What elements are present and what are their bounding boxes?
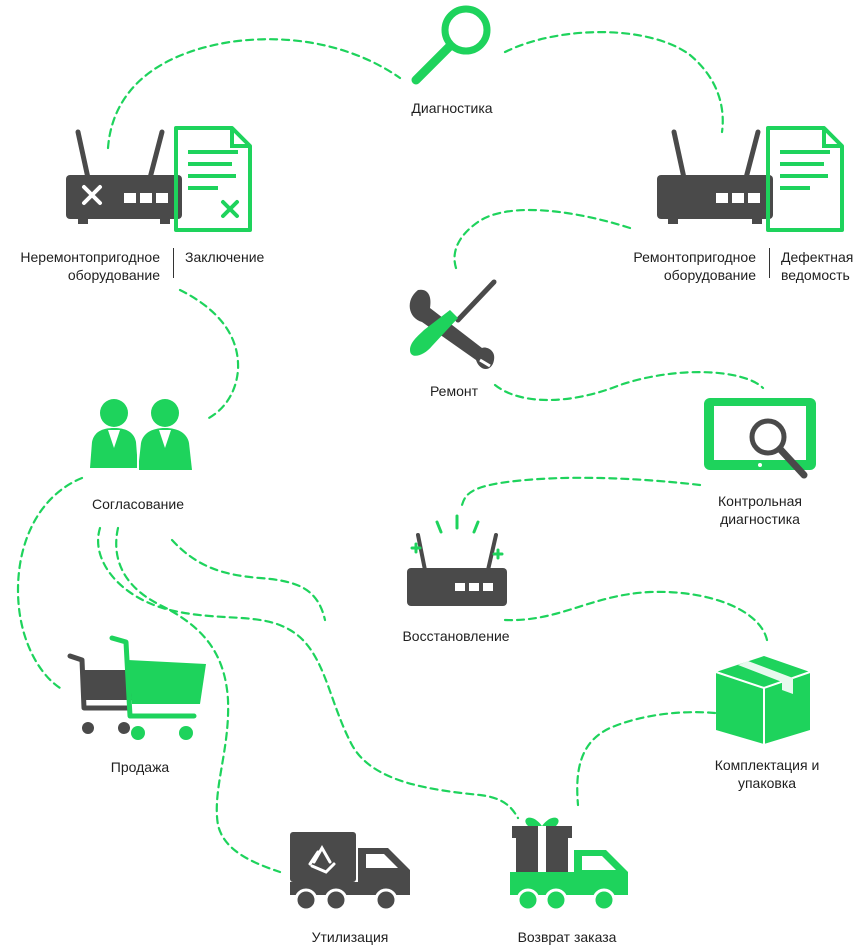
- label-recycling: Утилизация: [311, 929, 389, 945]
- label-unrepairable: Неремонтопригодное оборудование: [0, 248, 160, 284]
- label-unrepairable-line1: Неремонтопригодное: [20, 249, 160, 265]
- label-packing-line2: упаковка: [737, 775, 797, 791]
- document-icon: [766, 126, 844, 232]
- label-restoration: Восстановление: [402, 628, 510, 644]
- label-divider: [769, 248, 770, 278]
- label-repairable: Ремонтопригодное оборудование: [590, 248, 756, 284]
- path-repair-control: [493, 371, 765, 402]
- document-x-icon: [174, 126, 252, 232]
- broken-router-icon: [66, 129, 182, 224]
- path-diagnostics-repairable: [503, 31, 724, 134]
- label-defect-list-line1: Дефектная: [781, 249, 854, 265]
- label-control-diagnostics-line2: диагностика: [720, 511, 800, 527]
- shopping-cart-icon: [67, 635, 206, 740]
- box-icon: [715, 656, 811, 744]
- recycle-truck-icon: [290, 832, 410, 912]
- people-icon: [90, 399, 192, 470]
- path-control-restoration: [460, 476, 702, 507]
- label-repairable-line2: оборудование: [663, 267, 756, 283]
- path-approval-sale: [16, 476, 84, 690]
- path-repairable-repair: [453, 208, 632, 270]
- router-icon: [657, 129, 773, 224]
- path-packing-return: [576, 711, 717, 807]
- gift-truck-icon: [510, 817, 628, 912]
- label-defect-list: Дефектная ведомость: [781, 248, 861, 284]
- label-control-diagnostics-line1: Контрольная: [718, 493, 802, 509]
- label-packing-line1: Комплектация и: [714, 757, 820, 773]
- label-conclusion: Заключение: [185, 249, 265, 265]
- path-approval-return: [97, 526, 520, 820]
- label-repair: Ремонт: [429, 383, 479, 399]
- label-defect-list-line2: ведомость: [781, 267, 850, 283]
- magnifier-icon: [411, 5, 491, 85]
- label-return-order: Возврат заказа: [517, 929, 617, 945]
- label-unrepairable-line2: оборудование: [67, 267, 160, 283]
- label-approval: Согласование: [92, 496, 184, 512]
- label-divider: [173, 248, 174, 278]
- label-packing: Комплектация и упаковка: [695, 756, 839, 792]
- path-unrepairable-approval: [178, 288, 240, 422]
- path-approval-return-2: [170, 538, 327, 622]
- label-repairable-line1: Ремонтопригодное: [633, 249, 756, 265]
- wrench-screwdriver-icon: [408, 279, 497, 369]
- tablet-magnifier-icon: [704, 398, 816, 479]
- path-approval-recycling: [115, 526, 282, 874]
- label-diagnostics: Диагностика: [411, 100, 493, 116]
- path-conclusion-diagnostics: [106, 38, 402, 150]
- connector-paths: [16, 31, 769, 874]
- router-sparkle-icon: [407, 514, 507, 606]
- path-restoration-packing: [503, 590, 769, 642]
- label-control-diagnostics: Контрольная диагностика: [690, 492, 830, 528]
- label-sale: Продажа: [110, 759, 170, 775]
